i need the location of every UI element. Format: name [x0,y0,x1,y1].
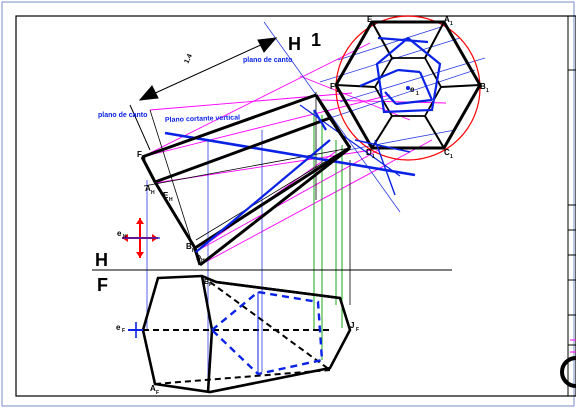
label-e-1-sub: 1 [373,21,376,27]
reference-cross-icon [122,218,160,258]
label-plano-canto-top: plano de canto [243,57,292,64]
title-block-logo-arc [560,356,576,388]
label-b-f-sub: F [209,282,212,288]
label-a-1-sub: 1 [450,21,453,27]
label-h-top: H [288,34,301,54]
cutting-plane-edge [164,131,416,177]
label-b-1-sub: 1 [486,88,489,94]
label-f-axis: F [97,275,108,295]
label-plano-canto-left: plano de canto [98,112,147,119]
label-e-f-sub: F [122,328,125,334]
label-dimension: 1.4 [183,53,194,65]
cutting-plane-edge-4 [374,139,396,196]
drawing-border [15,15,576,397]
label-j-f-sub: F [356,327,359,333]
label-b-f: B [204,279,209,286]
label-c-1: C [444,148,450,157]
blue-projection-lines [146,21,486,392]
label-e-h-sub: H [123,234,127,240]
label-e1-center-sub: 1 [416,91,419,97]
label-f-h-sub: H [142,156,146,162]
front-view-section-blue-dashed [210,290,324,376]
label-f-1: F [330,82,335,91]
axis-point-e1 [406,86,410,90]
label-a-h-sub: H [151,190,155,196]
label-d-h: D [196,255,201,262]
label-f-h: F [137,150,142,159]
label-e-1: E [367,15,373,24]
label-d-1-sub: 1 [372,154,375,160]
label-h-axis: H [95,250,108,270]
dimension-1-4 [129,37,278,151]
label-b-h-sub: H [192,248,196,254]
top-view-hidden-blue [195,109,331,253]
label-a-f-sub: F [156,390,159,396]
label-e-h-vertex-sub: H [169,197,173,203]
label-f-1-sub: 1 [336,88,339,94]
label-c-1-sub: 1 [450,154,453,160]
label-one: 1 [311,30,321,50]
front-view-hidden-dashed [143,281,331,385]
label-e-h: e [117,229,122,238]
label-a-f: A [150,384,156,393]
label-a-h: A [145,184,151,193]
label-b-h: B [186,242,192,251]
outer-sheet-frame [1,1,575,407]
front-view-prism [141,274,352,394]
black-projection-lines [143,92,352,305]
cutting-plane-edge-3 [354,139,411,153]
label-a-1: A [444,15,450,24]
hexagon-inner-blue [359,36,442,114]
label-plano-corte: Plano cortante vertical [165,114,240,124]
label-d-1: D [366,148,372,157]
label-e-h-vertex: E [163,191,169,200]
label-d-h-sub: H [201,258,205,264]
green-projection-lines [313,110,343,360]
label-e1-center: e [410,85,415,94]
label-e-f: e [116,323,121,332]
label-b-1: B [480,82,486,91]
label-j-f: J [350,321,354,330]
